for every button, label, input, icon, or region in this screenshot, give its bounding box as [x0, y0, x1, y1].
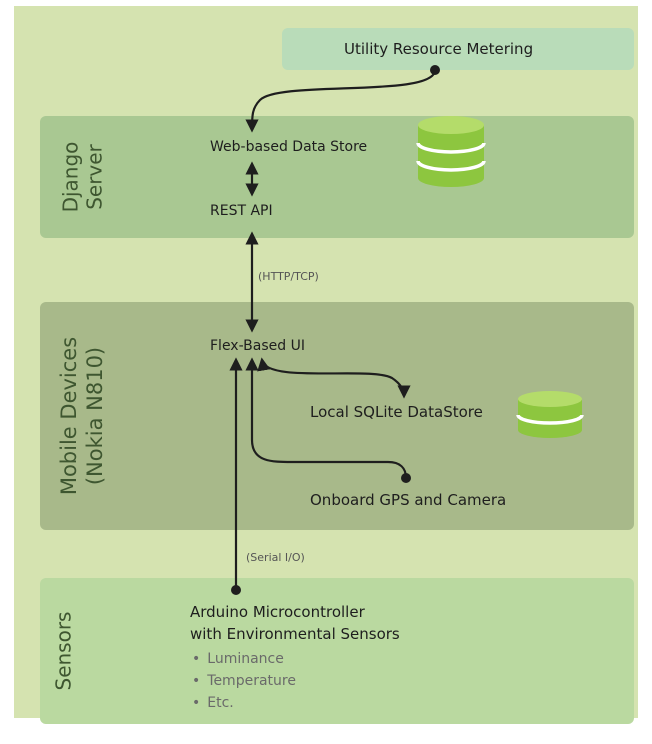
arduino-title-line1: Arduino Microcontroller [190, 603, 365, 621]
local-sqlite-text: Local SQLite DataStore [310, 403, 483, 421]
metering-to-datastore-arrow [245, 69, 437, 133]
flexui-gps-arrow [245, 357, 408, 479]
gps-camera-text: Onboard GPS and Camera [310, 491, 507, 509]
arduino-title-line2: with Environmental Sensors [190, 625, 400, 643]
utility-metering-box [282, 28, 634, 70]
rest-api-text: REST API [210, 203, 273, 219]
http-tcp-label: (HTTP/TCP) [258, 270, 319, 283]
django-server-panel [40, 116, 634, 238]
flexui-sqlite-arrow [257, 357, 411, 399]
sensor-item: Luminance [192, 648, 296, 670]
web-data-store-text: Web-based Data Store [210, 139, 368, 155]
gps-connector-dot [401, 473, 411, 483]
sensor-item: Temperature [192, 670, 296, 692]
sensor-list: Luminance Temperature Etc. [192, 648, 296, 714]
sensors-panel [40, 578, 634, 724]
arduino-connector-dot [231, 585, 241, 595]
metering-connector-dot [430, 65, 440, 75]
sensor-item: Etc. [192, 692, 296, 714]
flex-ui-text: Flex-Based UI [210, 338, 305, 354]
serial-io-label: (Serial I/O) [246, 551, 305, 564]
utility-metering-text: Utility Resource Metering [344, 40, 534, 58]
local-sqlite-database-icon [516, 391, 584, 438]
web-data-store-database-icon [416, 116, 486, 187]
